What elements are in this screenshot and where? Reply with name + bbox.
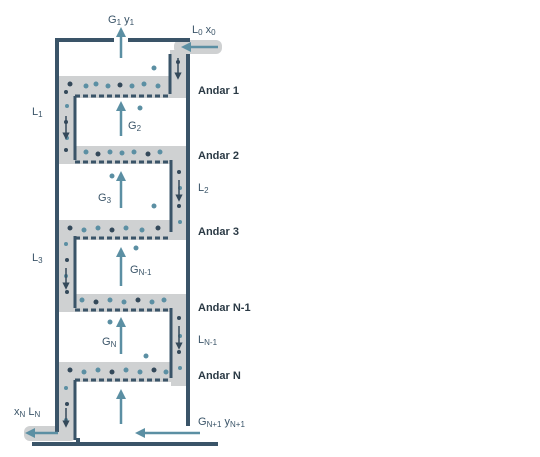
label-gn+1-yn+1: GN+1 yN+1 (198, 416, 245, 429)
stage-label-n: Andar N (198, 370, 241, 382)
tray-1-liquid (60, 76, 188, 98)
label-g2: G2 (128, 120, 142, 133)
weirs (73, 54, 173, 440)
downcomer-ln (58, 362, 75, 434)
trays (75, 94, 171, 382)
stage-label-n-1: Andar N-1 (198, 302, 251, 314)
flow-arrows (25, 27, 218, 438)
label-g3: G3 (98, 192, 112, 205)
label-l0-x0: L0 x0 (192, 24, 216, 37)
label-ln-1: LN-1 (198, 334, 218, 347)
label-g1-y1: G1 y1 (108, 14, 135, 27)
column-walls (32, 38, 218, 446)
label-l3: L3 (32, 252, 43, 265)
label-gn: GN (102, 336, 117, 349)
label-xn-ln: xN LN (14, 406, 41, 419)
label-l2: L2 (198, 182, 209, 195)
stage-label-1: Andar 1 (198, 85, 239, 97)
liquid-particles (64, 60, 182, 422)
stage-label-3: Andar 3 (198, 226, 239, 238)
tray-3-liquid (58, 220, 188, 240)
tray-n-liquid (58, 362, 188, 382)
stage-label-2: Andar 2 (198, 150, 239, 162)
label-gn-1: GN-1 (130, 264, 152, 277)
label-l1: L1 (32, 106, 43, 119)
